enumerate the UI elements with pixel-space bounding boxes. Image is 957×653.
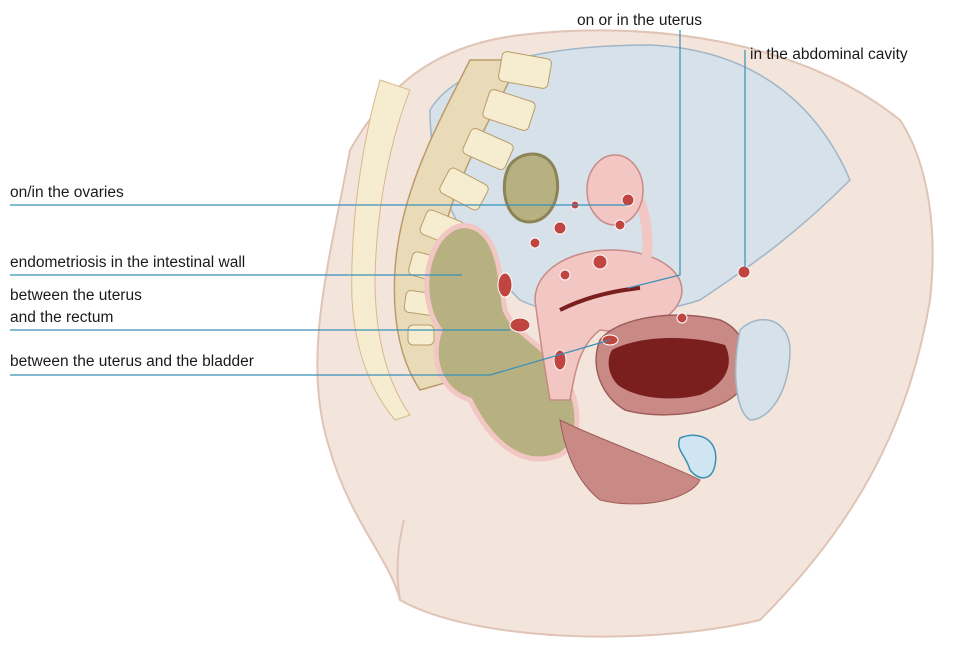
label-between-rectum-line2: and the rectum [10, 309, 113, 327]
label-between-rectum-line1: between the uterus [10, 287, 142, 305]
ovary [587, 155, 643, 225]
bladder-interior [609, 338, 729, 398]
label-ovaries: on/in the ovaries [10, 184, 124, 202]
label-between-bladder: between the uterus and the bladder [10, 353, 254, 371]
label-uterus: on or in the uterus [577, 12, 702, 30]
label-abdominal-cavity: in the abdominal cavity [750, 46, 908, 64]
intestine-loop-1 [504, 154, 557, 222]
label-intestinal-wall: endometriosis in the intestinal wall [10, 254, 245, 272]
